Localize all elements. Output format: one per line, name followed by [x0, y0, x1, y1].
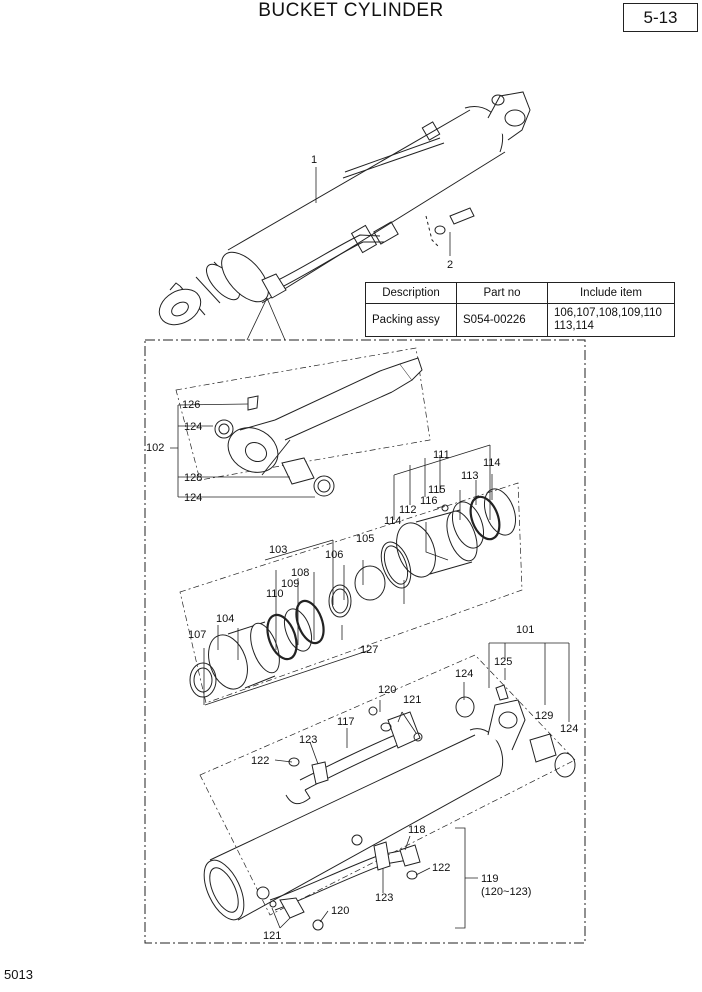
- callout-129: 129: [535, 710, 553, 722]
- callout-113: 113: [461, 470, 479, 482]
- callout-105: 105: [356, 533, 374, 545]
- footer-code: 5013: [4, 967, 33, 982]
- callout-114: 114: [384, 515, 402, 527]
- kit-description: Packing assy: [365, 303, 457, 337]
- kit-include-line-1: 106,107,108,109,110: [554, 307, 662, 319]
- cylinder-assembly-illustration: [158, 91, 531, 326]
- callout-111: 111: [433, 449, 450, 461]
- callout-115: 115: [428, 484, 446, 496]
- callout-2: 2: [447, 259, 453, 271]
- kit-header-description: Description: [365, 282, 457, 304]
- kit-include-line-2: 113,114: [554, 320, 594, 332]
- page-title: BUCKET CYLINDER: [258, 0, 444, 21]
- callout-leaders-top: [246, 167, 451, 341]
- callout-124: 124: [560, 723, 578, 735]
- callout-leaders-piston: [203, 444, 493, 706]
- callout-102: 102: [146, 442, 164, 454]
- callout-114: 114: [483, 457, 501, 469]
- callout-119: 119: [481, 873, 499, 885]
- callout-108: 108: [291, 567, 309, 579]
- callout-128: 128: [184, 472, 202, 484]
- callout-121: 121: [403, 694, 421, 706]
- callout-125: 125: [494, 656, 512, 668]
- callout-117: 117: [337, 716, 355, 728]
- page-reference-box: 5-13: [623, 3, 698, 32]
- callout-123: 123: [375, 892, 393, 904]
- callout-101: 101: [516, 624, 534, 636]
- kit-header-include-item: Include item: [547, 282, 675, 304]
- callout-103: 103: [269, 544, 287, 556]
- kit-table-header-row: Description Part no Include item: [365, 282, 675, 304]
- callout-106: 106: [325, 549, 343, 561]
- packing-kit-table: Description Part no Include item Packing…: [365, 282, 675, 337]
- piston-seal-kit-illustration: [179, 482, 523, 704]
- callout-labels: 1 2 126 124 102 128 124 111 114 113 115 …: [146, 154, 578, 942]
- callout-124: 124: [184, 421, 202, 433]
- callout-107: 107: [188, 629, 206, 641]
- exploded-view-frame: [144, 339, 586, 944]
- callout-120: 120: [331, 905, 349, 917]
- callout-109: 109: [281, 578, 299, 590]
- rod-assembly-illustration: [175, 347, 431, 497]
- callout-104: 104: [216, 613, 234, 625]
- callout-122: 122: [251, 755, 269, 767]
- tube-assembly-illustration: [199, 654, 576, 931]
- kit-part-no: S054-00226: [456, 303, 548, 337]
- callout-119-range: (120~123): [481, 886, 531, 898]
- callout-118: 118: [408, 824, 426, 836]
- callout-121: 121: [263, 930, 281, 942]
- callout-127: 127: [360, 644, 378, 656]
- callout-116: 116: [420, 495, 438, 507]
- callout-leaders-tube: [271, 642, 570, 929]
- kit-header-part-no: Part no: [456, 282, 548, 304]
- callout-126: 126: [182, 399, 200, 411]
- callout-110: 110: [266, 588, 284, 600]
- callout-120: 120: [378, 684, 396, 696]
- callout-112: 112: [399, 504, 417, 516]
- callout-123: 123: [299, 734, 317, 746]
- kit-table-row: Packing assy S054-00226 106,107,108,109,…: [365, 303, 675, 337]
- callout-leaders-rod: [170, 403, 315, 498]
- callout-124: 124: [455, 668, 473, 680]
- callout-124: 124: [184, 492, 202, 504]
- callout-122: 122: [432, 862, 450, 874]
- callout-1: 1: [311, 154, 317, 166]
